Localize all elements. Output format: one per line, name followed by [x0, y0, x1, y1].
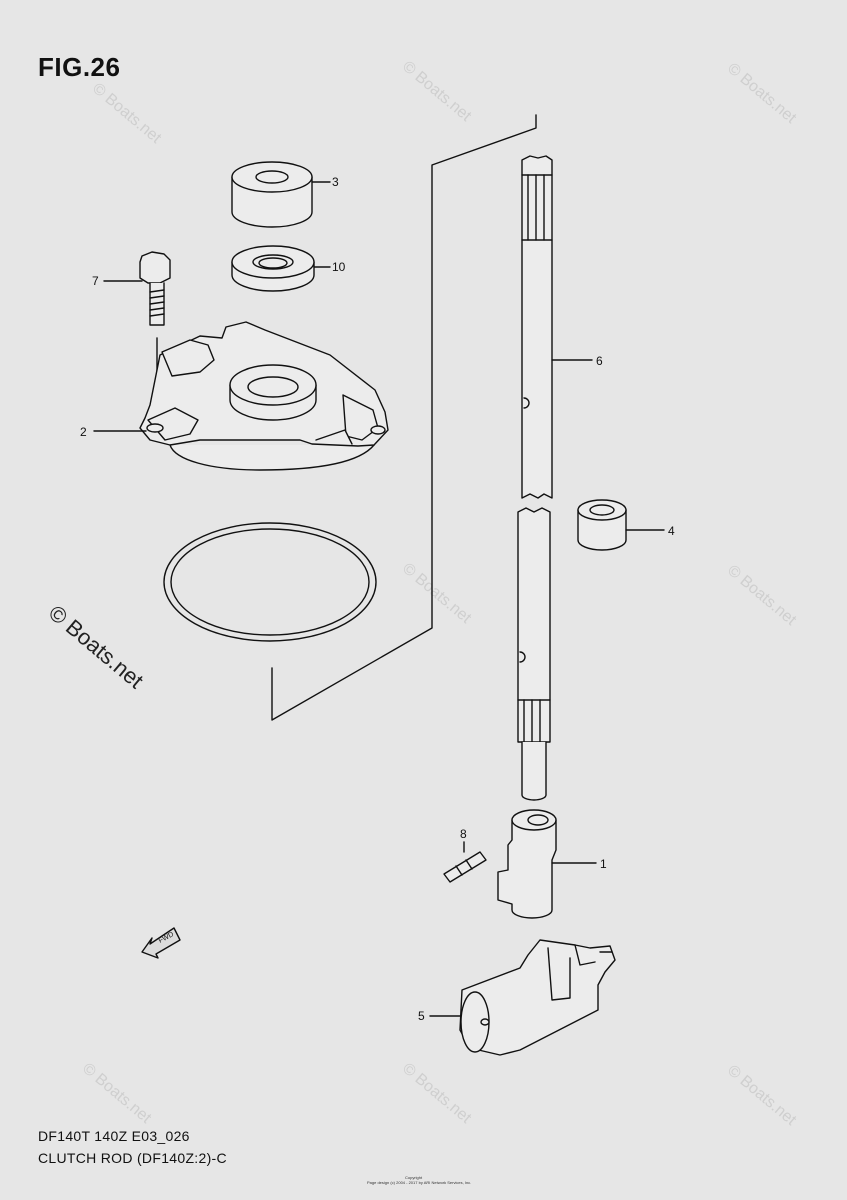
fwd-arrow — [141, 927, 181, 959]
callout-10: 10 — [332, 260, 346, 274]
copyright-label: Copyright — [405, 1175, 423, 1180]
figure-caption: CLUTCH ROD (DF140Z:2)-C — [38, 1150, 227, 1166]
part-6-clutch-rod — [517, 155, 553, 801]
part-1-rod-joint — [497, 809, 557, 919]
part-8-pin — [443, 851, 487, 883]
part-10-oil-seal — [231, 245, 315, 292]
callout-7: 7 — [92, 274, 99, 288]
callout-5: 5 — [418, 1009, 425, 1023]
callout-1: 1 — [600, 857, 607, 871]
figure-code: DF140T 140Z E03_026 — [38, 1128, 190, 1144]
o-ring — [163, 522, 377, 642]
part-3-bushing — [231, 161, 313, 228]
callout-2: 2 — [80, 425, 87, 439]
part-4-bushing-lower — [577, 499, 627, 551]
part-2-clutch-rod-housing — [139, 321, 389, 471]
assembly-bracket — [271, 114, 537, 721]
figure-title: FIG.26 — [38, 52, 121, 82]
callout-3: 3 — [332, 175, 339, 189]
copyright-notice: Page design (c) 2004 - 2017 by ARI Netwo… — [367, 1180, 472, 1185]
part-5-clutch-shift-lever — [459, 939, 616, 1056]
callout-4: 4 — [668, 524, 675, 538]
callout-8: 8 — [460, 827, 467, 841]
callout-6: 6 — [596, 354, 603, 368]
part-7-bolt — [139, 251, 171, 416]
